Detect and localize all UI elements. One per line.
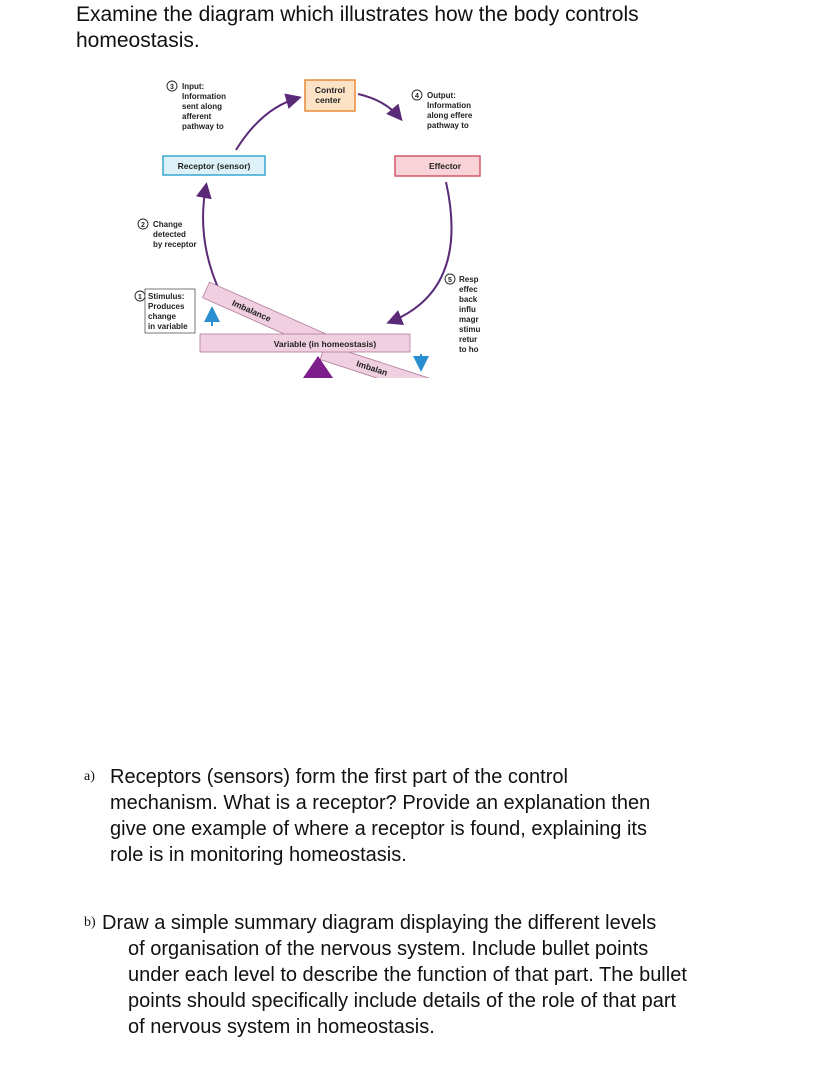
control-center-box: Control center — [305, 80, 355, 111]
question-b-marker: b) — [84, 910, 96, 936]
output-line-3: along effere — [427, 111, 473, 120]
input-line-3: sent along — [182, 102, 222, 111]
output-number: 4 — [415, 93, 419, 100]
arrow-stimulus-to-receptor — [203, 186, 220, 292]
response-line-5: magr — [459, 315, 479, 324]
stimulus-number: 1 — [138, 294, 142, 301]
input-line-5: pathway to — [182, 122, 224, 131]
response-line-2: effec — [459, 285, 478, 294]
response-line-4: influ — [459, 305, 476, 314]
homeostasis-diagram: Control center 3 Input: Information sent… — [0, 0, 828, 760]
question-a-text: Receptors (sensors) form the first part … — [84, 764, 784, 868]
input-annotation: 3 Input: Information sent along afferent… — [167, 81, 226, 131]
arrow-control-to-output — [358, 94, 400, 118]
change-number: 2 — [141, 222, 145, 229]
change-line-3: by receptor — [153, 240, 197, 249]
output-line-4: pathway to — [427, 121, 469, 130]
change-line-2: detected — [153, 230, 186, 239]
question-a: a) Receptors (sensors) form the first pa… — [84, 764, 784, 868]
stimulus-line-1: Stimulus: — [148, 292, 184, 301]
stimulus-line-2: Produces — [148, 302, 185, 311]
effector-label: Effector — [429, 161, 462, 171]
effector-box: Effector — [395, 156, 480, 176]
question-a-line-2: mechanism. What is a receptor? Provide a… — [110, 792, 650, 814]
arrow-input-to-control — [236, 98, 298, 150]
receptor-box: Receptor (sensor) — [163, 156, 265, 175]
question-b: b) Draw a simple summary diagram display… — [84, 910, 784, 1040]
response-line-7: retur — [459, 335, 477, 344]
input-line-1: Input: — [182, 82, 204, 91]
question-a-line-1: Receptors (sensors) form the first part … — [110, 766, 568, 788]
question-b-line-2: of organisation of the nervous system. I… — [102, 938, 648, 960]
response-line-8: to ho — [459, 345, 479, 354]
question-b-line-5: of nervous system in homeostasis. — [102, 1016, 435, 1038]
input-line-2: Information — [182, 92, 226, 101]
response-line-6: stimu — [459, 325, 480, 334]
question-a-line-4: role is in monitoring homeostasis. — [110, 844, 407, 866]
control-center-label-2: center — [315, 95, 341, 105]
question-b-line-3: under each level to describe the functio… — [102, 964, 687, 986]
output-line-1: Output: — [427, 91, 456, 100]
response-line-1: Resp — [459, 275, 479, 284]
stimulus-line-4: in variable — [148, 322, 188, 331]
question-b-text: Draw a simple summary diagram displaying… — [84, 910, 784, 1040]
response-number: 5 — [448, 277, 452, 284]
input-number: 3 — [170, 84, 174, 91]
question-a-line-3: give one example of where a receptor is … — [110, 818, 647, 840]
question-b-line-1: Draw a simple summary diagram displaying… — [102, 912, 656, 934]
output-line-2: Information — [427, 101, 471, 110]
response-annotation: 5 Resp effec back influ magr stimu retur… — [445, 274, 480, 354]
change-line-1: Change — [153, 220, 183, 229]
response-line-3: back — [459, 295, 478, 304]
change-annotation: 2 Change detected by receptor — [138, 219, 197, 249]
question-b-line-4: points should specifically include detai… — [102, 990, 676, 1012]
receptor-label: Receptor (sensor) — [178, 161, 251, 171]
variable-beam: Variable (in homeostasis) — [200, 334, 410, 352]
output-annotation: 4 Output: Information along effere pathw… — [412, 90, 473, 130]
input-line-4: afferent — [182, 112, 212, 121]
variable-label: Variable (in homeostasis) — [274, 339, 377, 349]
stimulus-annotation: 1 Stimulus: Produces change in variable — [135, 289, 195, 333]
control-center-label-1: Control — [315, 85, 345, 95]
arrow-effector-to-variable — [390, 182, 452, 322]
question-a-marker: a) — [84, 764, 95, 790]
stimulus-line-3: change — [148, 312, 177, 321]
